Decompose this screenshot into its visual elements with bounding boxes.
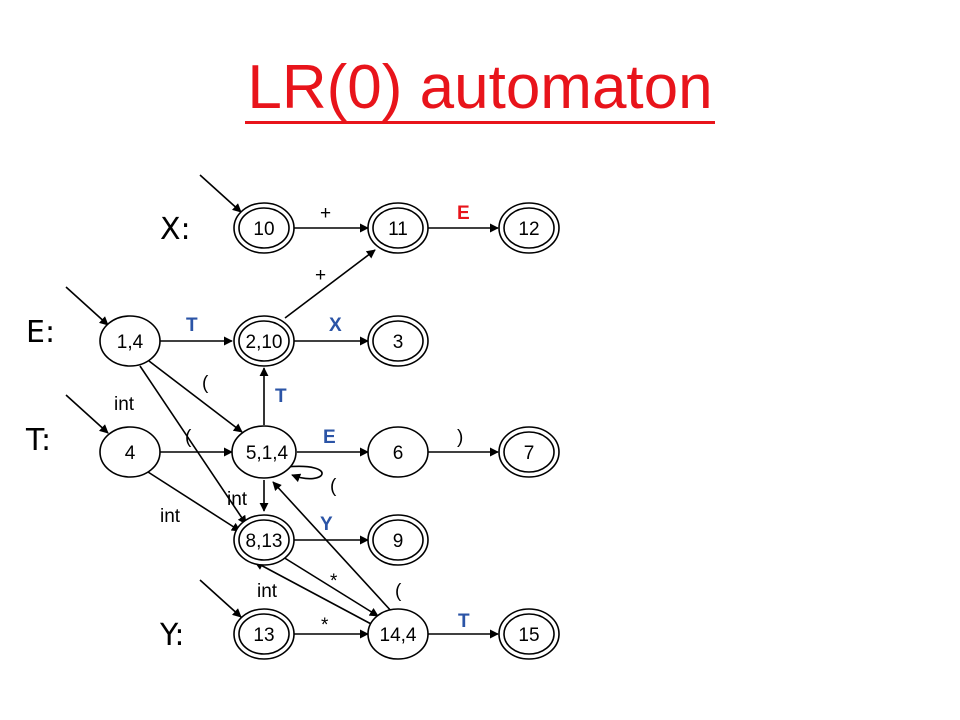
state-8-13-label: 8,13 <box>246 531 283 552</box>
state-4: 4 <box>99 426 161 478</box>
label-paren-14-514: ( <box>202 373 209 394</box>
label-paren-144-514: ( <box>395 581 402 602</box>
state-2-10: 2,10 <box>233 315 295 367</box>
label-y-813-9: Y <box>320 514 333 535</box>
edge-144-813 <box>254 561 374 626</box>
label-t-514-210: T <box>275 386 287 407</box>
edge-144-514 <box>272 481 394 614</box>
nonterminal-label-t: T: <box>25 423 51 458</box>
state-5-1-4: 5,1,4 <box>231 425 297 479</box>
state-13-label: 13 <box>253 625 274 646</box>
start-arrow-y <box>199 579 242 618</box>
state-8-13: 8,13 <box>233 514 295 566</box>
label-t-14-210: T <box>186 315 198 336</box>
label-star-13-144: * <box>321 615 329 636</box>
state-4-label: 4 <box>125 443 136 464</box>
edge-14-514 <box>148 360 243 433</box>
label-int-514-813: int <box>227 489 248 510</box>
label-paren-4-514: ( <box>185 427 192 448</box>
start-arrow-x <box>199 174 242 213</box>
nonterminal-label-e: E: <box>26 315 55 350</box>
state-10: 10 <box>233 202 295 254</box>
state-9: 9 <box>367 514 429 566</box>
edge-4-813 <box>147 471 241 532</box>
nonterminal-label-y: Y: <box>159 618 184 653</box>
label-star-813-144: * <box>330 571 338 592</box>
edge-813-144 <box>282 556 379 617</box>
state-6-label: 6 <box>393 443 404 464</box>
start-arrow-t <box>65 394 109 434</box>
page-title: LR(0) automaton <box>0 52 960 124</box>
label-close-6-7: ) <box>457 427 463 448</box>
label-x-210-3: X <box>329 315 342 336</box>
state-11: 11 <box>367 202 429 254</box>
state-10-label: 10 <box>253 219 274 240</box>
state-1-4: 1,4 <box>99 315 161 367</box>
state-15-label: 15 <box>518 625 539 646</box>
edge-210-11 <box>284 249 376 319</box>
label-int-4-813: int <box>160 506 181 527</box>
label-paren-self-loop: ( <box>330 476 337 497</box>
state-12-label: 12 <box>518 219 539 240</box>
label-t-144-15: T <box>458 611 470 632</box>
edge-14-813 <box>139 365 247 525</box>
label-plus-210-11: + <box>315 265 326 286</box>
state-12: 12 <box>498 202 560 254</box>
state-3-label: 3 <box>393 332 404 353</box>
title-text: LR(0) automaton <box>245 53 715 124</box>
state-6: 6 <box>367 426 429 478</box>
nonterminal-label-x: X: <box>160 212 191 247</box>
state-14-4-label: 14,4 <box>380 625 417 646</box>
state-5-1-4-label: 5,1,4 <box>246 443 289 464</box>
edge-514-self-loop <box>285 465 323 483</box>
label-plus-10-11: + <box>320 203 331 224</box>
state-13: 13 <box>233 608 295 660</box>
state-7-label: 7 <box>524 443 535 464</box>
label-int-14-813: int <box>114 394 135 415</box>
state-15: 15 <box>498 608 560 660</box>
state-11-label: 11 <box>388 219 408 240</box>
state-1-4-label: 1,4 <box>117 332 144 353</box>
label-int-144-813: int <box>257 581 278 602</box>
state-7: 7 <box>498 426 560 478</box>
start-arrow-e <box>65 286 109 326</box>
state-14-4: 14,4 <box>367 608 429 660</box>
state-2-10-label: 2,10 <box>246 332 283 353</box>
state-3: 3 <box>367 315 429 367</box>
label-e-11-12: E <box>457 203 470 224</box>
label-e-514-6: E <box>323 427 336 448</box>
state-9-label: 9 <box>393 531 404 552</box>
